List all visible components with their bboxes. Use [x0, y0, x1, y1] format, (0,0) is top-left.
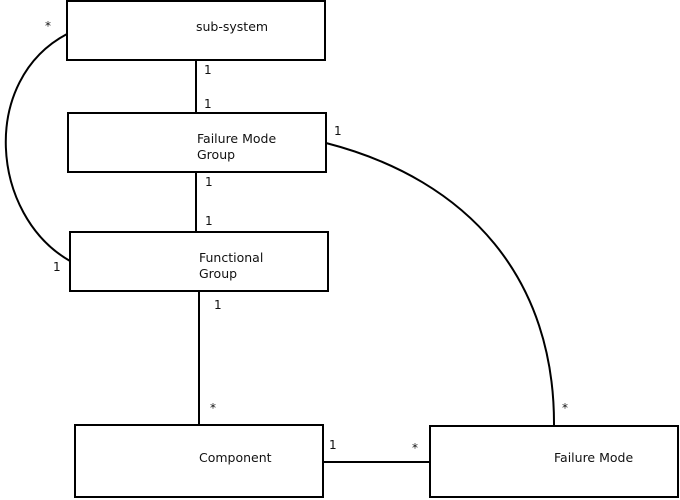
node-subsystem-label: sub-system — [196, 19, 268, 34]
mult-fmgroup-funcgroup-from: 1 — [205, 175, 213, 189]
node-failure-mode[interactable]: Failure Mode — [429, 425, 679, 498]
mult-fmgroup-failuremode-from: 1 — [334, 124, 342, 138]
mult-subsystem-fmgroup-from: 1 — [204, 63, 212, 77]
mult-component-failuremode-from: 1 — [329, 438, 337, 452]
node-functional-group[interactable]: Functional Group — [69, 231, 329, 292]
mult-funcgroup-component-from: 1 — [214, 298, 222, 312]
mult-fmgroup-funcgroup-to: 1 — [205, 214, 213, 228]
mult-funcgroup-component-to: * — [210, 401, 216, 415]
node-failure-mode-group[interactable]: Failure Mode Group — [67, 112, 327, 173]
mult-subsystem-funcgroup-to: 1 — [53, 260, 61, 274]
node-component[interactable]: Component — [74, 424, 324, 498]
node-fmgroup-label-line2: Group — [197, 147, 235, 162]
node-funcgroup-label-line1: Functional — [199, 250, 263, 265]
mult-subsystem-funcgroup-from: * — [45, 19, 51, 33]
mult-subsystem-fmgroup-to: 1 — [204, 97, 212, 111]
mult-fmgroup-failuremode-to: * — [562, 401, 568, 415]
edge-fmgroup-failuremode — [325, 142, 556, 427]
mult-component-failuremode-to: * — [412, 441, 418, 455]
node-fmgroup-label-line1: Failure Mode — [197, 131, 276, 146]
node-subsystem[interactable]: sub-system — [66, 0, 326, 61]
edge-subsystem-funcgroup — [4, 33, 71, 262]
node-component-label: Component — [199, 450, 272, 465]
node-funcgroup-label-line2: Group — [199, 266, 237, 281]
node-failuremode-label: Failure Mode — [554, 450, 633, 465]
